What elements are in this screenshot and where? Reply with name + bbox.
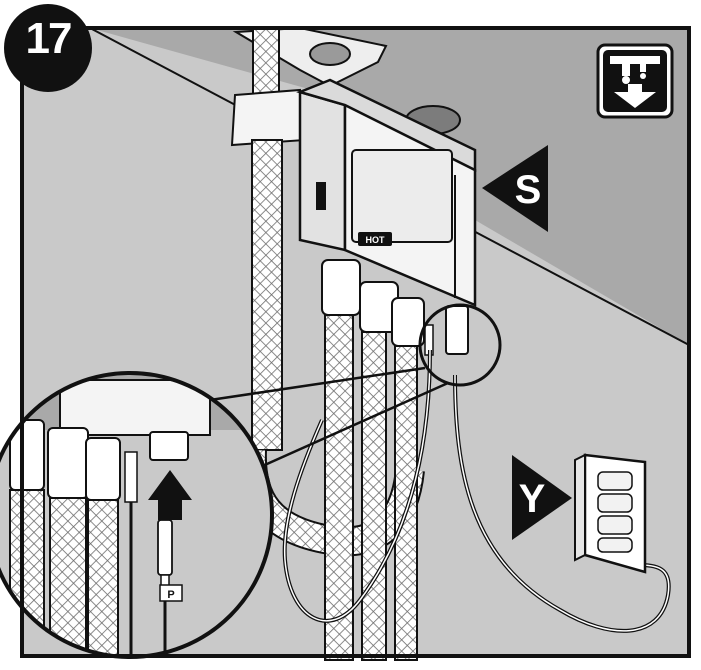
hot-badge: HOT <box>358 232 392 246</box>
connector-tag: P <box>159 584 183 602</box>
step-number: 17 <box>25 14 73 63</box>
svg-text:HOT: HOT <box>366 235 386 245</box>
valve-fittings <box>321 259 469 356</box>
svg-text:S: S <box>515 168 542 212</box>
mount-down-icon <box>596 43 674 119</box>
svg-text:P: P <box>167 589 174 601</box>
leader-line-bottom <box>257 381 449 470</box>
step-badge <box>4 4 92 92</box>
frame-border <box>20 26 691 658</box>
label-pointer-y: Y <box>512 455 572 540</box>
battery-box <box>574 453 647 574</box>
water-hoses <box>324 314 418 661</box>
leader-line-top <box>209 366 426 402</box>
insert-arrow-icon <box>148 470 192 520</box>
valve-box: HOT <box>296 78 477 307</box>
svg-text:Y: Y <box>519 477 546 521</box>
detail-circle-small <box>418 303 502 387</box>
label-pointer-s: S <box>482 145 548 232</box>
